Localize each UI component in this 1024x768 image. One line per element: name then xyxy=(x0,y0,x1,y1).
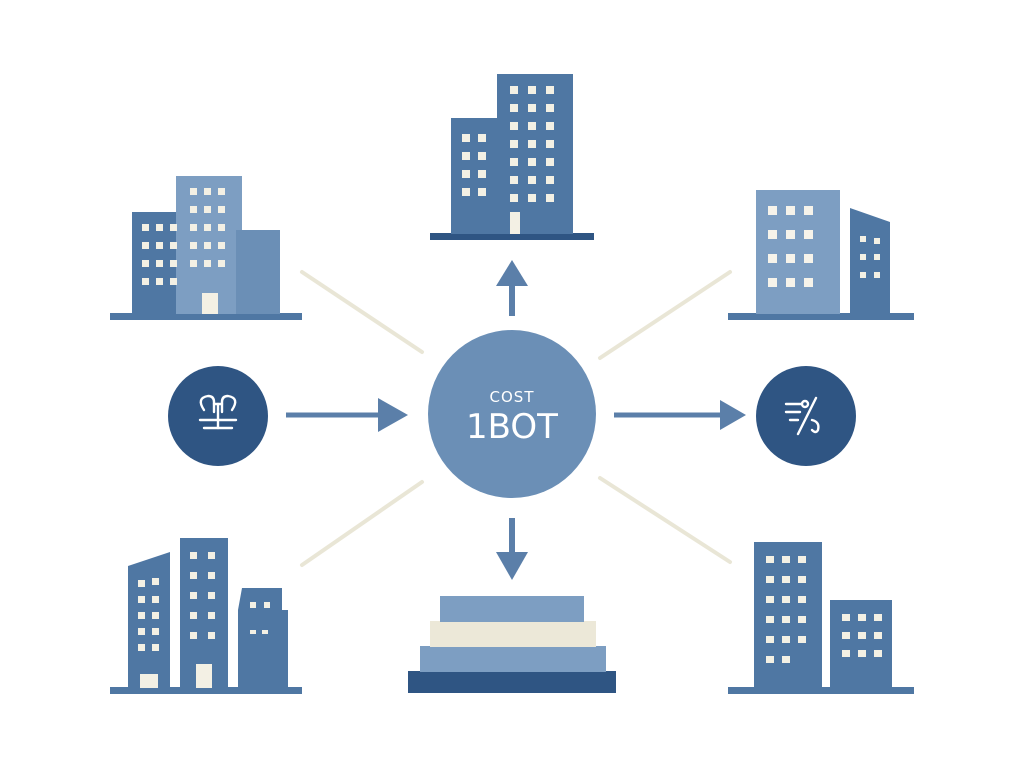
diagonal-connectors xyxy=(300,270,732,567)
percent-arrow-icon xyxy=(784,396,820,436)
arrow-down xyxy=(496,518,528,580)
arrow-up xyxy=(496,260,528,316)
right-circle-node xyxy=(756,366,856,466)
connector-bottom-left xyxy=(300,480,424,567)
hub-circle xyxy=(428,330,596,498)
scale-network-icon xyxy=(198,394,238,430)
building-top-center xyxy=(430,74,594,240)
tier-2 xyxy=(430,621,596,647)
hub-label-small: COST xyxy=(490,388,535,406)
building-top-right xyxy=(728,190,914,320)
hub-label-big: 1BOT xyxy=(466,407,558,447)
connector-top-right xyxy=(598,270,732,360)
tier-3 xyxy=(420,646,606,672)
building-top-left xyxy=(110,176,302,320)
building-bottom-right xyxy=(728,542,914,694)
arrow-left-into-hub xyxy=(286,398,408,432)
tier-base xyxy=(408,671,616,693)
connector-bottom-right xyxy=(598,476,732,564)
building-bottom-left xyxy=(110,538,302,694)
arrow-right-from-hub xyxy=(614,400,746,430)
tier-1 xyxy=(440,596,584,622)
connector-top-left xyxy=(300,270,424,354)
hub: COST 1BOT xyxy=(428,330,596,498)
stacked-tiers xyxy=(408,596,616,693)
left-circle-node xyxy=(168,366,268,466)
